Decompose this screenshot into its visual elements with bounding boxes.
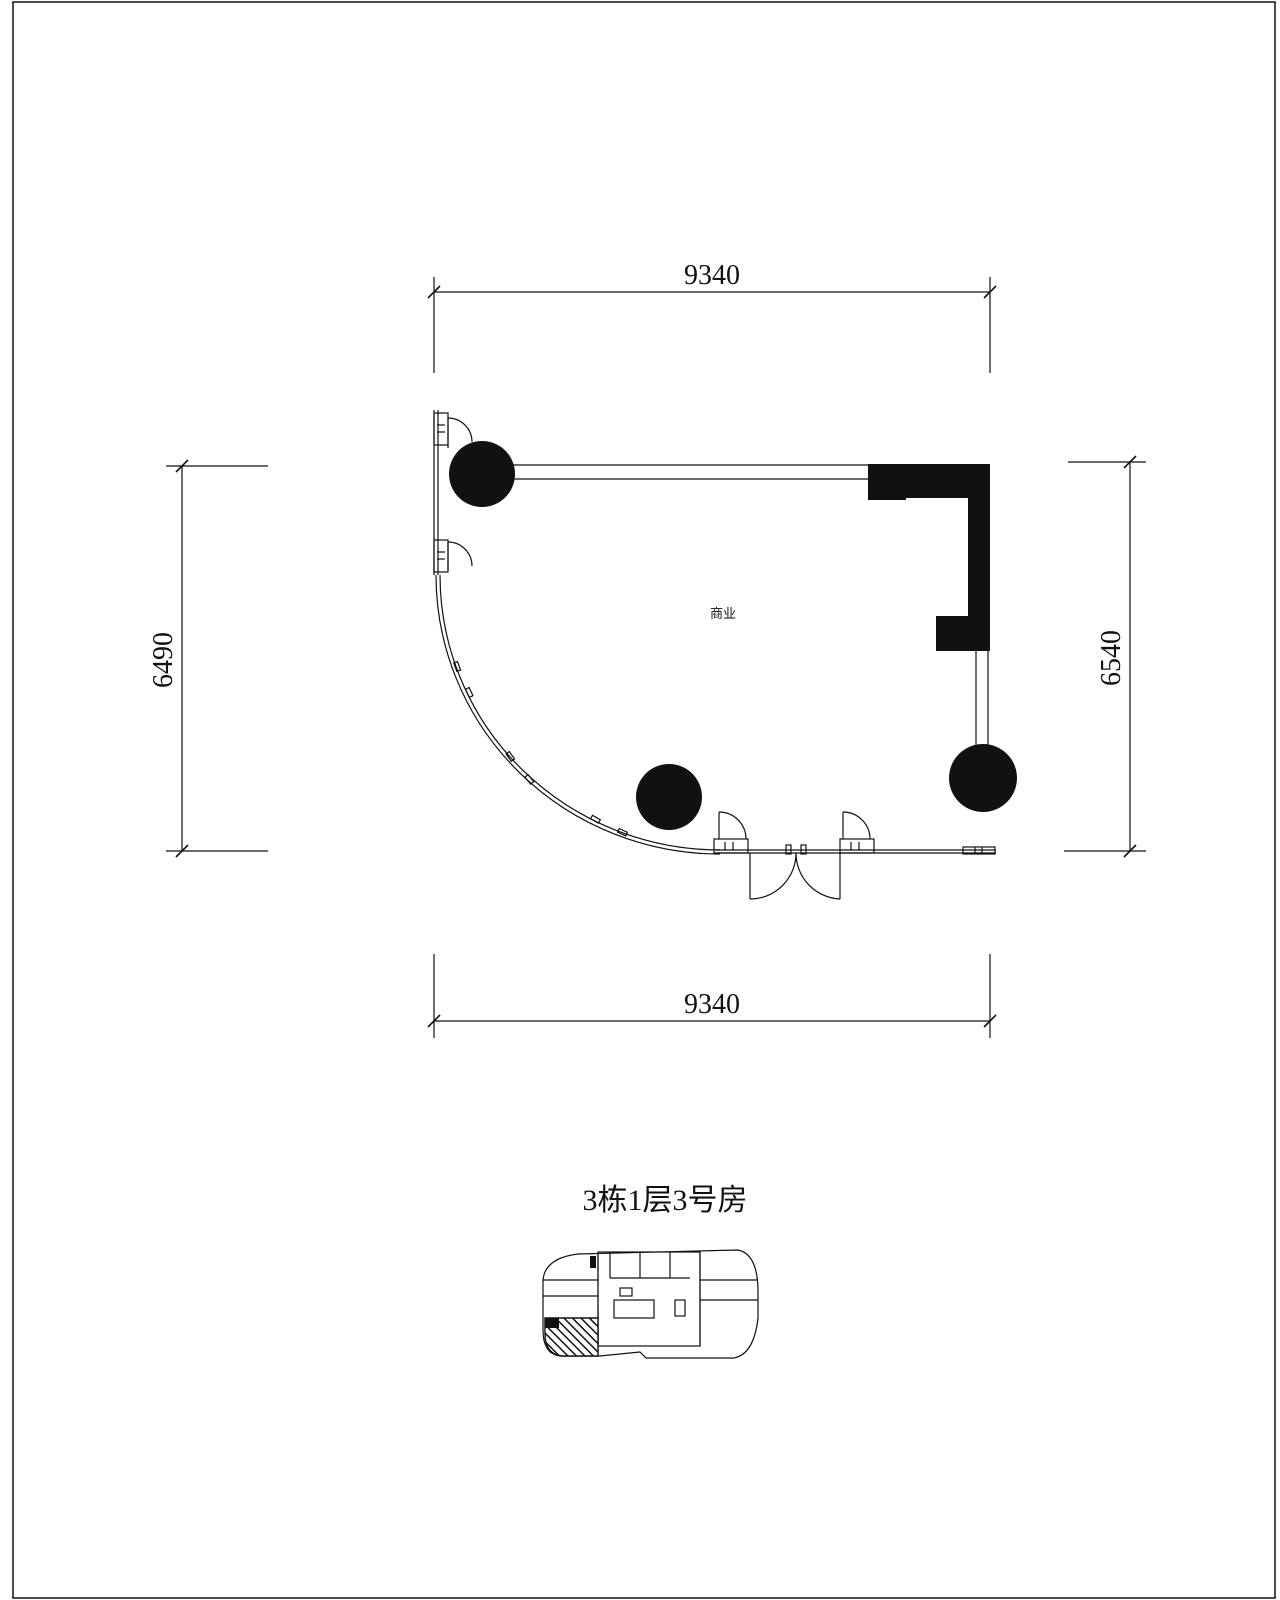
door-bottom-right-corner xyxy=(962,846,996,855)
column-center-bottom xyxy=(636,764,702,830)
door-bottom-right-swing xyxy=(839,811,875,854)
dimension-left: 6490 xyxy=(148,459,268,858)
dimension-bottom: 9340 xyxy=(427,954,997,1038)
column-top-left xyxy=(449,441,515,507)
door-left-top xyxy=(433,412,473,448)
door-left-middle xyxy=(433,539,473,573)
dimension-top: 9340 xyxy=(427,260,997,373)
dimension-right: 6540 xyxy=(1064,455,1146,858)
key-plan xyxy=(542,1249,759,1359)
dimension-top-label: 9340 xyxy=(684,260,740,291)
dimension-left-label: 6490 xyxy=(148,632,179,688)
room-label: 商业 xyxy=(710,607,736,622)
drawing-title: 3栋1层3号房 xyxy=(583,1184,748,1217)
dimension-bottom-label: 9340 xyxy=(684,989,740,1020)
door-bottom-left-swing xyxy=(713,811,749,854)
column-bottom-right xyxy=(949,744,1017,812)
curtain-wall-mullions xyxy=(452,660,629,837)
walls xyxy=(433,410,996,855)
dimension-right-label: 6540 xyxy=(1096,630,1127,686)
main-entrance-door xyxy=(749,844,841,900)
page-frame xyxy=(12,1,1276,1599)
shear-wall-block xyxy=(868,464,990,651)
